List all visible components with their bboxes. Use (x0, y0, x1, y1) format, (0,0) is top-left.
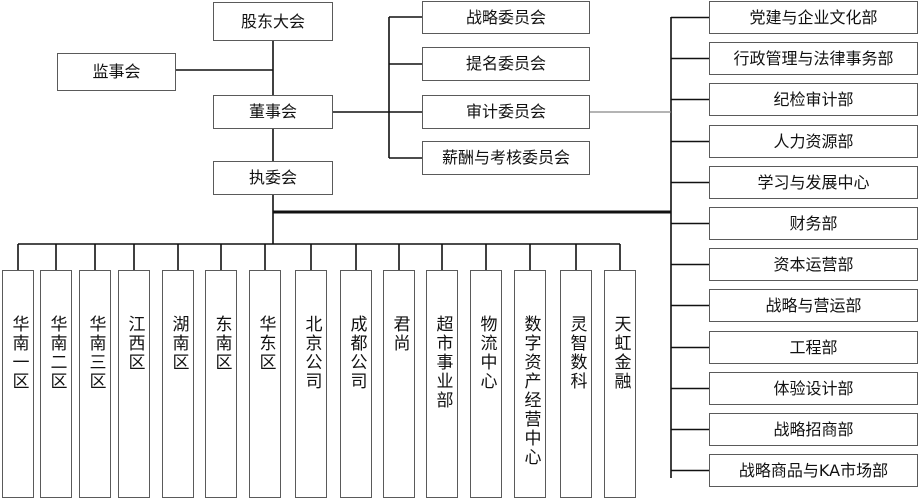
department-label: 战略招商部 (773, 419, 854, 439)
department-box: 战略与营运部 (709, 289, 918, 322)
department-label: 战略与营运部 (765, 295, 862, 315)
region-label: 华东区 (255, 315, 276, 372)
region-label: 华南二区 (46, 315, 67, 391)
department-box: 工程部 (709, 331, 918, 364)
region-label: 华南三区 (85, 315, 106, 391)
department-label: 行政管理与法律事务部 (733, 48, 894, 68)
department-label: 党建与企业文化部 (749, 7, 878, 27)
department-box: 财务部 (709, 207, 918, 240)
committee-audit-box: 审计委员会 (422, 95, 590, 129)
region-label: 君尚 (389, 315, 410, 353)
department-label: 学习与发展中心 (757, 172, 870, 192)
supervisory-board-label: 监事会 (92, 62, 141, 82)
department-label: 战略商品与KA市场部 (738, 460, 889, 480)
region-label: 东南区 (211, 315, 232, 372)
region-label: 成都公司 (346, 315, 367, 391)
executive-committee-label: 执委会 (248, 168, 297, 188)
region-label: 北京公司 (301, 315, 322, 391)
board-of-directors-box: 董事会 (213, 95, 333, 129)
region-box: 北京公司 (295, 270, 327, 498)
committee-label: 提名委员会 (465, 54, 546, 74)
department-label: 财务部 (789, 213, 838, 233)
region-label: 江西区 (124, 315, 145, 372)
region-box: 华南二区 (40, 270, 72, 498)
committee-label: 薪酬与考核委员会 (441, 148, 570, 168)
region-label: 天虹金融 (610, 315, 631, 391)
department-box: 学习与发展中心 (709, 166, 918, 199)
region-box: 成都公司 (340, 270, 372, 498)
region-box: 数字资产经营中心 (514, 270, 546, 498)
shareholders-meeting-box: 股东大会 (213, 2, 333, 41)
department-box: 行政管理与法律事务部 (709, 42, 918, 75)
department-label: 人力资源部 (773, 131, 854, 151)
region-box: 物流中心 (470, 270, 502, 498)
region-label: 华南一区 (8, 315, 29, 391)
region-label: 数字资产经营中心 (520, 315, 541, 467)
department-label: 纪检审计部 (773, 89, 854, 109)
region-label: 物流中心 (476, 315, 497, 391)
department-label: 体验设计部 (773, 378, 854, 398)
department-box: 战略商品与KA市场部 (709, 454, 918, 487)
department-box: 体验设计部 (709, 372, 918, 405)
department-label: 资本运营部 (773, 254, 854, 274)
region-box: 湖南区 (162, 270, 194, 498)
department-box: 资本运营部 (709, 248, 918, 281)
region-box: 华南一区 (2, 270, 34, 498)
region-box: 灵智数科 (560, 270, 592, 498)
region-box: 东南区 (205, 270, 237, 498)
committee-label: 审计委员会 (465, 102, 546, 122)
region-label: 湖南区 (168, 315, 189, 372)
board-of-directors-label: 董事会 (248, 102, 297, 122)
department-box: 纪检审计部 (709, 83, 918, 116)
region-box: 华东区 (249, 270, 281, 498)
committee-nomination-box: 提名委员会 (422, 47, 590, 81)
region-box: 华南三区 (79, 270, 111, 498)
department-label: 工程部 (789, 337, 838, 357)
region-label: 超市事业部 (432, 315, 453, 410)
department-box: 战略招商部 (709, 413, 918, 446)
committee-compensation-box: 薪酬与考核委员会 (422, 141, 590, 175)
committee-label: 战略委员会 (465, 7, 546, 27)
executive-committee-box: 执委会 (213, 161, 333, 195)
committee-strategy-box: 战略委员会 (422, 1, 590, 34)
shareholders-meeting-label: 股东大会 (240, 11, 305, 31)
region-box: 江西区 (118, 270, 150, 498)
region-box: 君尚 (383, 270, 415, 498)
supervisory-board-box: 监事会 (57, 53, 176, 91)
department-box: 人力资源部 (709, 125, 918, 158)
region-label: 灵智数科 (566, 315, 587, 391)
region-box: 超市事业部 (426, 270, 458, 498)
region-box: 天虹金融 (604, 270, 636, 498)
department-box: 党建与企业文化部 (709, 1, 918, 34)
